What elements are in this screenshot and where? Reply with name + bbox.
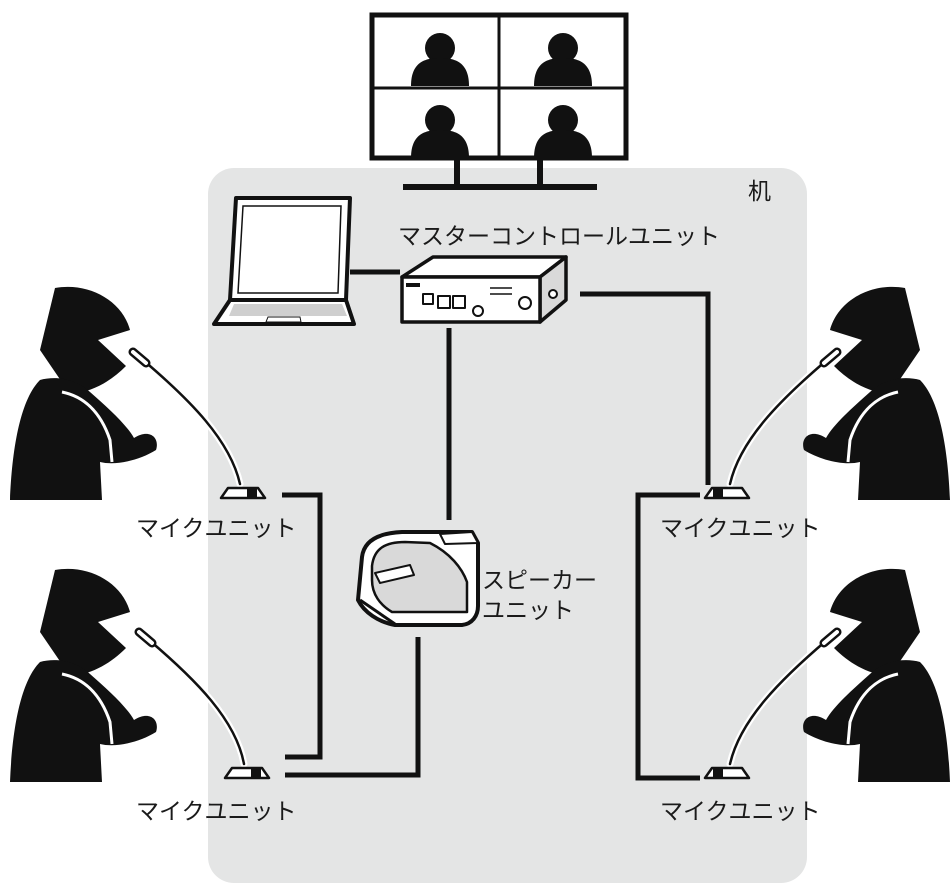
person-left-top (10, 286, 157, 500)
mic-unit-bottom-left-label: マイクユニット (136, 799, 297, 825)
mic-unit-top-right-label: マイクユニット (660, 516, 821, 542)
person-left-bottom (10, 568, 157, 782)
person-right-bottom (803, 568, 950, 782)
mic-unit-bottom-left-device (134, 627, 271, 780)
mic-unit-top-right-device (703, 347, 842, 500)
desk-label: 机 (748, 179, 771, 205)
mic-unit-top-left-label: マイクユニット (136, 516, 297, 542)
mic-unit-top-left-device (128, 347, 267, 500)
connection-cables (282, 269, 711, 781)
mic-unit-bottom-right-label: マイクユニット (660, 799, 821, 825)
speaker-unit-label-line2: ユニット (482, 598, 574, 624)
laptop-icon (212, 196, 356, 326)
mic-unit-bottom-right-device (703, 627, 842, 780)
speaker-unit-label-line1: スピーカー (482, 568, 597, 594)
person-right-top (803, 286, 950, 500)
video-monitor (369, 12, 629, 190)
speaker-unit-device (356, 530, 480, 627)
master-control-unit-label: マスターコントロールユニット (398, 224, 720, 250)
master-control-unit-device (400, 255, 568, 324)
desk-surface (208, 168, 807, 883)
